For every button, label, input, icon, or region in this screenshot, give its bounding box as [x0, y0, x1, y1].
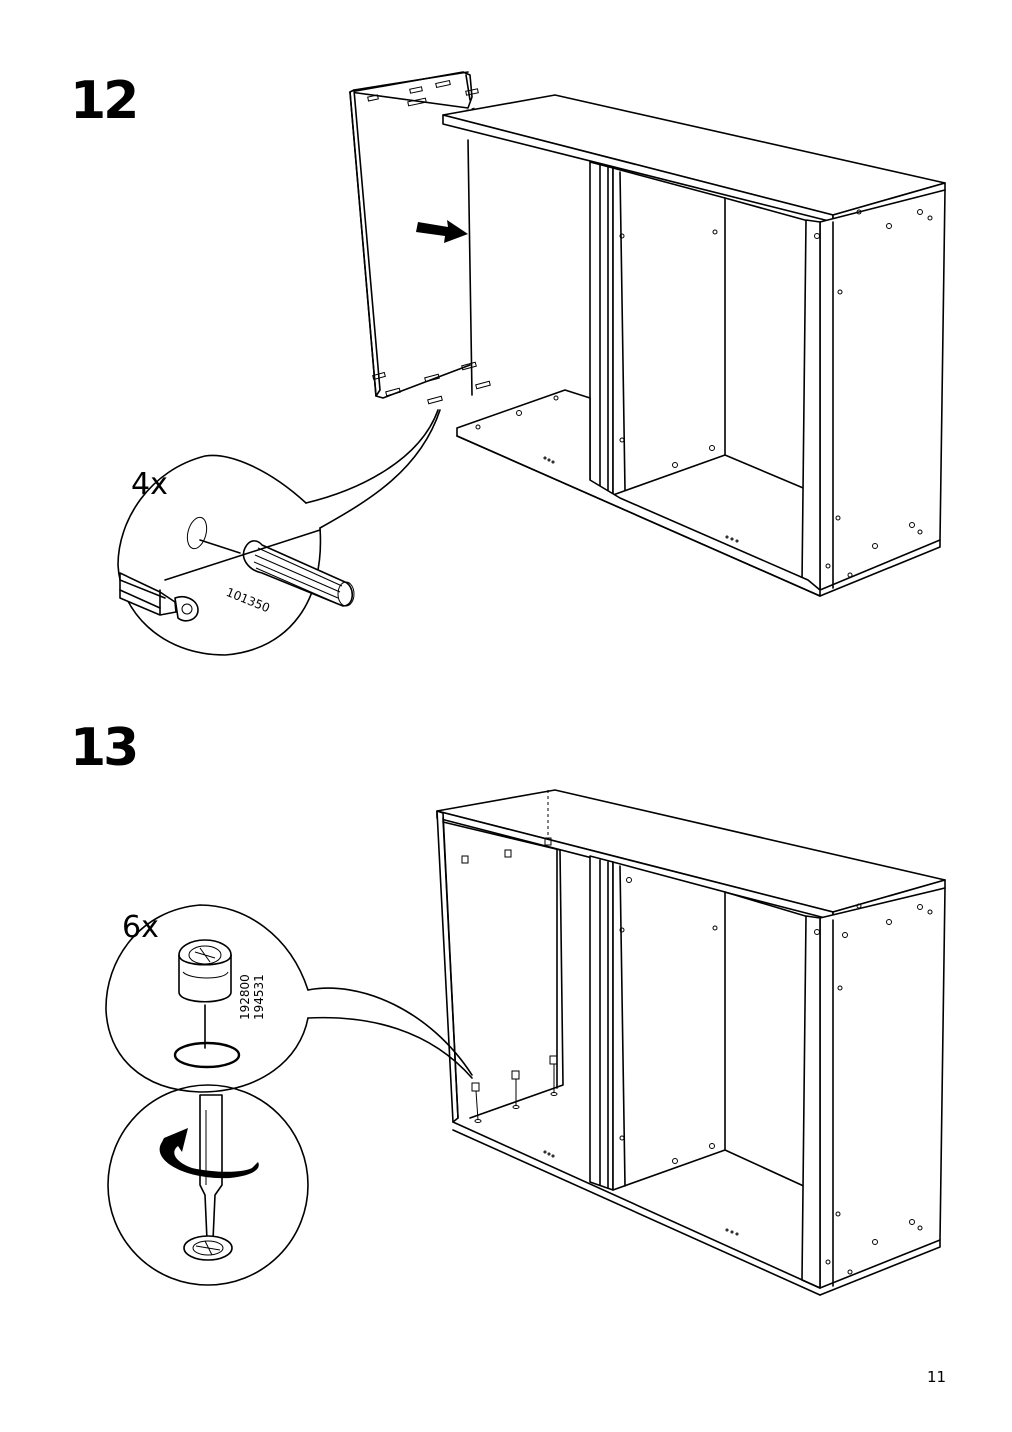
step-12-number: 12 — [70, 71, 139, 131]
cam-lock-icon — [178, 939, 232, 1049]
step-13-quantity: 6x — [122, 910, 159, 945]
cam-connector-icon — [119, 572, 199, 622]
step-12-cabinet — [442, 94, 946, 597]
step-13-screwdriver-callout — [107, 1084, 309, 1286]
step-12-quantity: 4x — [131, 467, 168, 502]
wooden-dowel-icon — [242, 540, 355, 607]
step-13-number: 13 — [70, 718, 139, 778]
step-12-back-panel — [349, 71, 491, 405]
rotate-arrow-icon — [159, 1128, 259, 1179]
step-13-part-number-1: 192800 — [238, 974, 252, 1020]
step-13-part-number-2: 194531 — [252, 974, 266, 1020]
push-arrow-icon — [416, 220, 468, 243]
step-12-detail-callout — [117, 409, 441, 656]
page-number: 11 — [927, 1368, 947, 1386]
step-13-cabinet — [436, 789, 946, 1296]
step-13-detail-callout — [105, 904, 473, 1093]
